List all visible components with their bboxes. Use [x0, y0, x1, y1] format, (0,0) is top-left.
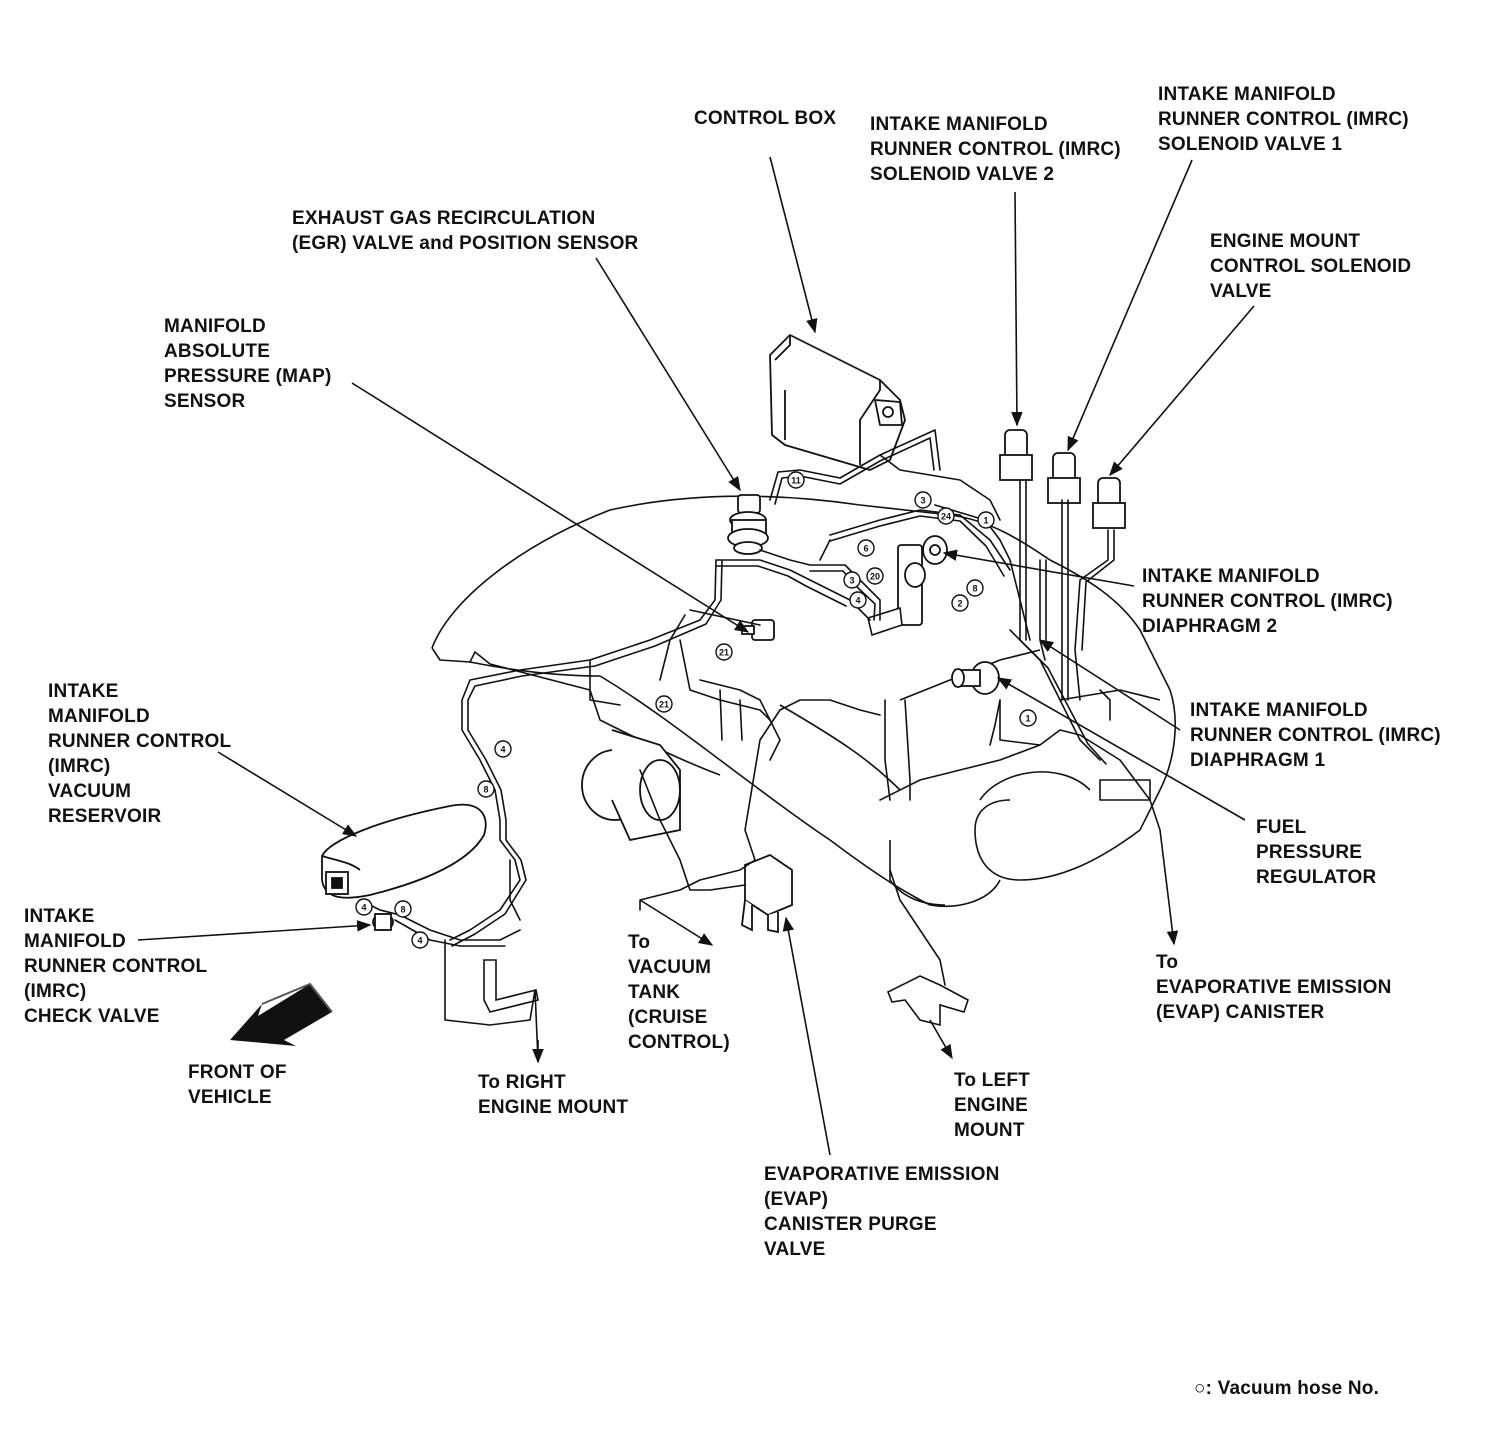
label-to-right-engine-mount: To RIGHT ENGINE MOUNT	[478, 1072, 629, 1118]
label-imrc-diaphragm-1: INTAKE MANIFOLD RUNNER CONTROL (IMRC) DI…	[1190, 700, 1441, 771]
front-of-vehicle-arrow-icon	[230, 982, 333, 1046]
hose-number: 3	[920, 496, 925, 506]
label-engine-mount-solenoid: ENGINE MOUNT CONTROL SOLENOID VALVE	[1210, 231, 1412, 302]
manifold-bracket	[867, 606, 903, 637]
vacuum-hoses	[359, 429, 1161, 1061]
intake-manifold-outline	[431, 495, 1176, 908]
hose-number: 21	[659, 700, 669, 710]
label-to-evap-canister: To EVAPORATIVE EMISSION (EVAP) CANISTER	[1156, 952, 1392, 1023]
hose-number: 6	[863, 544, 868, 554]
hose-number: 8	[483, 785, 488, 795]
hose-number: 24	[941, 512, 951, 522]
hose-number: 4	[855, 596, 860, 606]
label-imrc-solenoid-valve-2: INTAKE MANIFOLD RUNNER CONTROL (IMRC) SO…	[870, 114, 1121, 185]
hose-number: 4	[417, 936, 422, 946]
hose-number: 20	[870, 572, 880, 582]
throttle-body	[581, 729, 681, 842]
hose-number: 21	[719, 648, 729, 658]
label-egr-valve: EXHAUST GAS RECIRCULATION (EGR) VALVE an…	[292, 208, 639, 254]
label-front-of-vehicle: FRONT OF VEHICLE	[188, 1062, 287, 1108]
imrc-check-valve	[372, 913, 394, 931]
label-imrc-diaphragm-2: INTAKE MANIFOLD RUNNER CONTROL (IMRC) DI…	[1142, 566, 1393, 637]
hose-number: 1	[1025, 714, 1030, 724]
fuel-pressure-regulator	[951, 661, 1000, 695]
hose-number-markers: 11 3 1 24 6 3 20 4 2 8 1 21 21 4 8 4 8 4	[355, 471, 1037, 949]
label-imrc-check-valve: INTAKE MANIFOLD RUNNER CONTROL (IMRC) CH…	[24, 906, 208, 1027]
control-box	[769, 334, 906, 471]
label-to-left-engine-mount: To LEFT ENGINE MOUNT	[954, 1070, 1030, 1141]
right-engine-mount-bracket	[483, 959, 539, 1013]
hose-number: 11	[791, 476, 801, 486]
hose-number: 4	[500, 745, 505, 755]
imrc-vacuum-reservoir	[321, 803, 487, 899]
label-map-sensor: MANIFOLD ABSOLUTE PRESSURE (MAP) SENSOR	[164, 316, 332, 412]
hose-number: 8	[972, 584, 977, 594]
label-imrc-vacuum-reservoir: INTAKE MANIFOLD RUNNER CONTROL (IMRC) VA…	[48, 681, 232, 827]
hose-number: 8	[400, 905, 405, 915]
imrc-solenoid-valve-2	[999, 429, 1033, 481]
hose-number: 4	[361, 903, 366, 913]
label-control-box: CONTROL BOX	[694, 108, 837, 129]
map-sensor	[741, 619, 775, 641]
label-imrc-solenoid-valve-1: INTAKE MANIFOLD RUNNER CONTROL (IMRC) SO…	[1158, 84, 1409, 155]
leader-lines	[137, 156, 1255, 1156]
hose-number: 2	[957, 599, 962, 609]
left-engine-mount-bracket	[886, 975, 969, 1027]
engine-mount-control-solenoid-valve	[1092, 477, 1126, 529]
label-evap-purge-valve: EVAPORATIVE EMISSION (EVAP) CANISTER PUR…	[764, 1164, 1000, 1260]
egr-valve	[727, 494, 769, 555]
hose-number: 3	[849, 576, 854, 586]
imrc-solenoid-valve-1	[1047, 452, 1081, 504]
hose-number: 1	[983, 516, 988, 526]
imrc-diaphragm-2	[897, 535, 948, 626]
evap-canister-purge-valve	[741, 853, 793, 934]
label-to-vacuum-tank: To VACUUM TANK (CRUISE CONTROL)	[628, 932, 730, 1053]
label-fuel-pressure-regulator: FUEL PRESSURE REGULATOR	[1256, 817, 1377, 888]
legend-vacuum-hose-no: ○: Vacuum hose No.	[1194, 1378, 1380, 1399]
